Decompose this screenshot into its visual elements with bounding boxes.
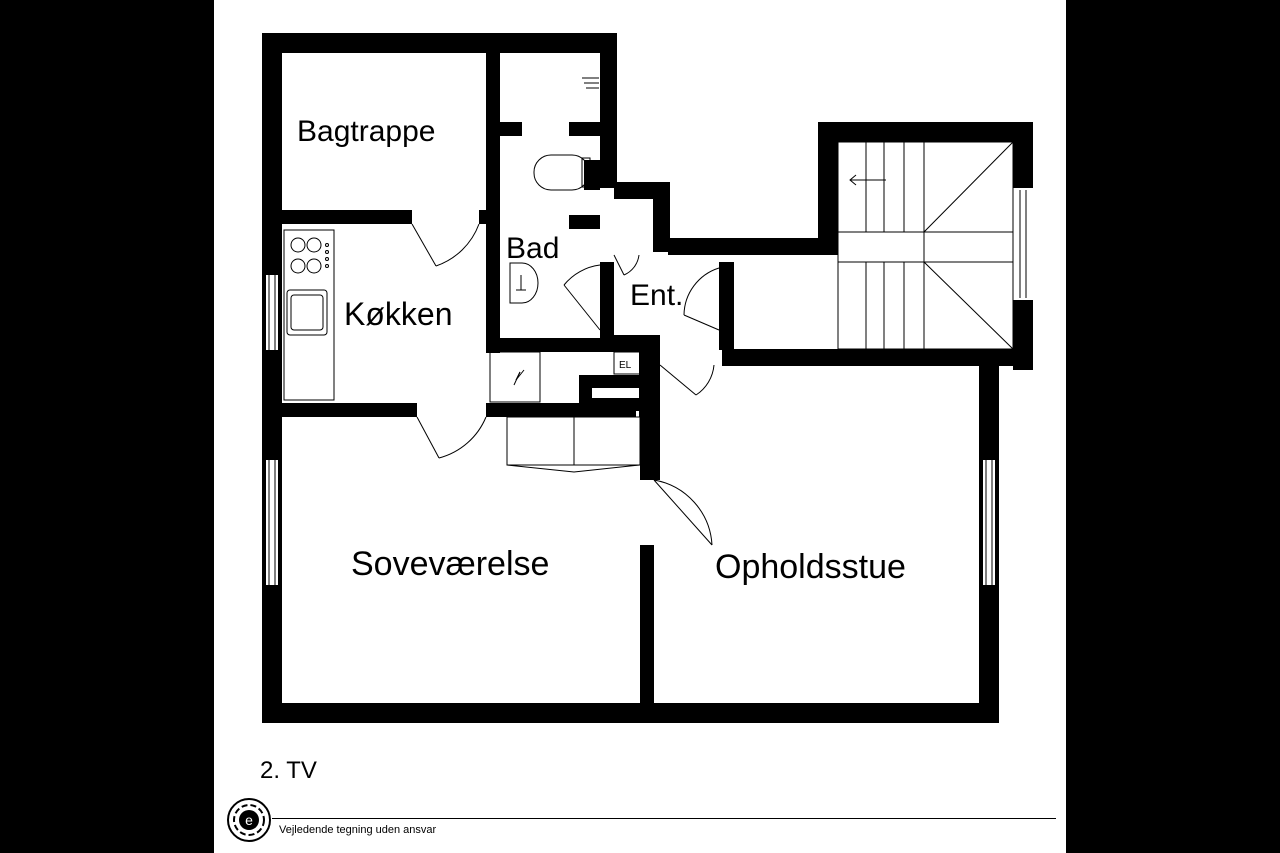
doors: [411, 223, 720, 546]
window-lines: [268, 190, 1027, 585]
room-label-opholdsstue: Opholdsstue: [715, 548, 906, 586]
room-label-koekken: Køkken: [344, 296, 452, 332]
kitchen-fittings: [283, 229, 335, 401]
walls: [262, 33, 1033, 723]
logo-letter: e: [245, 812, 253, 828]
floor-label: 2. TV: [260, 757, 317, 784]
stairs: [837, 141, 1014, 350]
room-label-ent: Ent.: [630, 279, 683, 312]
bath-fittings: [509, 77, 599, 304]
room-label-el: EL: [619, 360, 632, 371]
room-label-bad: Bad: [506, 232, 559, 265]
floor-plan-page: Bagtrappe Bad Køkken Ent. EL Soveværelse…: [214, 0, 1066, 853]
logo-icon: e: [227, 798, 271, 842]
room-label-bagtrappe: Bagtrappe: [297, 115, 435, 148]
footer-divider: [272, 818, 1056, 819]
room-label-sovevaerelse: Soveværelse: [351, 545, 549, 583]
floor-plan: Bagtrappe Bad Køkken Ent. EL Soveværelse…: [262, 33, 1033, 723]
footer-disclaimer: Vejledende tegning uden ansvar: [279, 824, 437, 836]
